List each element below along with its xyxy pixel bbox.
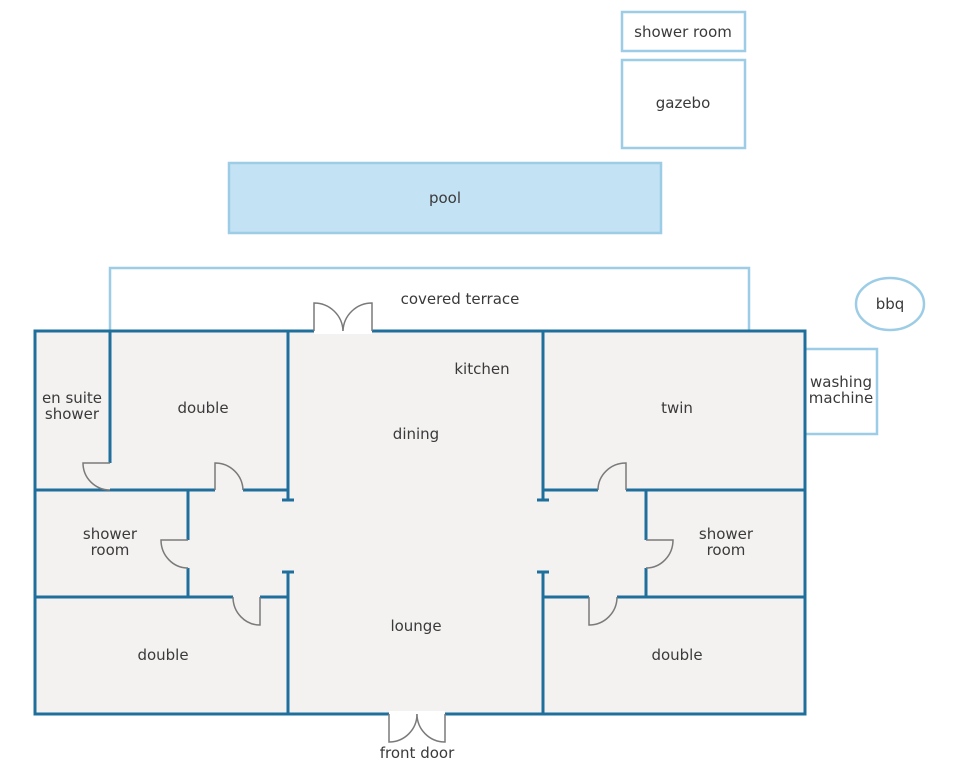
twin-label: twin [661,399,693,417]
shower-room-right-label-2: room [707,541,746,559]
front-door-label: front door [380,744,455,762]
outdoor-shower-room-label: shower room [634,23,732,41]
covered-terrace-label: covered terrace [401,290,520,308]
shower-room-left-label-1: shower [83,525,138,543]
double-bottom-right-label: double [651,646,702,664]
back-double-door[interactable] [313,302,373,334]
dining-label: dining [393,425,439,443]
gazebo-label: gazebo [656,94,711,112]
gazebo [620,58,747,150]
pool [227,161,663,235]
outdoor-shower-room [620,10,747,53]
double-top-left-label: double [177,399,228,417]
lounge-label: lounge [390,617,441,635]
washing-machine-label-1: washing [810,373,872,391]
pool-label: pool [429,189,461,207]
covered-terrace [108,266,751,331]
interior-doors [82,462,674,626]
walls [33,329,807,716]
front-double-door[interactable] [388,711,446,743]
washing-machine-label-2: machine [809,389,873,407]
en-suite-label-2: shower [45,405,100,423]
en-suite-label-1: en suite [42,389,102,407]
shower-room-right-label-1: shower [699,525,754,543]
kitchen-label: kitchen [454,360,509,378]
bbq-label: bbq [876,295,905,313]
shower-room-left-label-2: room [91,541,130,559]
double-bottom-left-label: double [137,646,188,664]
washing-machine [805,347,879,436]
bbq [854,276,926,332]
house-floor [35,331,805,714]
